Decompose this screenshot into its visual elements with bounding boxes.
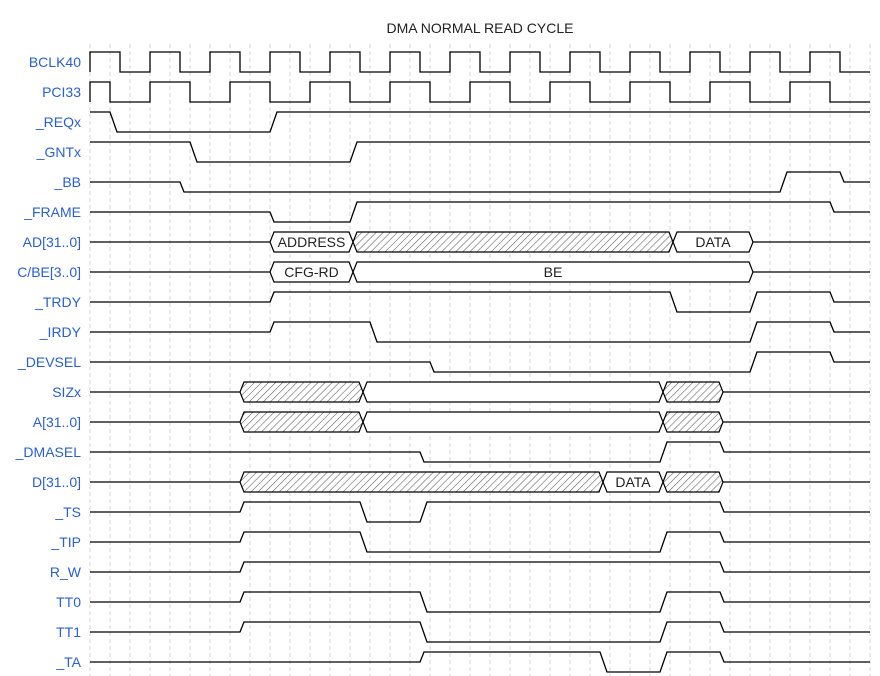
signal-row: TT0	[56, 591, 870, 613]
signal-label: D[31..0]	[32, 474, 81, 490]
signal-row: _TS	[54, 501, 870, 523]
signal-label: _DMASEL	[15, 444, 82, 460]
signal-label: _BB	[54, 174, 81, 190]
signal-label: _REQx	[35, 114, 81, 130]
bus-segment-undefined	[352, 231, 674, 253]
bus-segment-undefined	[239, 471, 604, 493]
signal-waveform	[90, 561, 870, 573]
bus-segment-undefined	[662, 381, 724, 403]
signal-label: SIZx	[52, 384, 81, 400]
signal-label: R_W	[50, 564, 82, 580]
signal-waveform	[90, 171, 870, 193]
signal-waveform	[90, 351, 870, 373]
signal-row: SIZx	[52, 381, 870, 403]
bus-value-label: DATA	[695, 234, 731, 250]
signal-label: _IRDY	[39, 324, 82, 340]
bus-segment-undefined	[662, 471, 724, 493]
bus-segment-undefined	[239, 381, 364, 403]
signal-label: AD[31..0]	[23, 234, 81, 250]
signal-row: _GNTx	[36, 141, 870, 163]
signal-rows: BCLK40PCI33_REQx_GNTx_BB_FRAMEAD[31..0]A…	[15, 51, 870, 673]
signal-row: _DEVSEL	[17, 351, 870, 373]
signal-waveform	[90, 111, 870, 133]
signal-row: PCI33	[42, 81, 870, 103]
signal-waveform	[90, 531, 870, 553]
signal-row: _TIP	[50, 531, 870, 553]
signal-waveform	[90, 141, 870, 163]
clock-waveform	[89, 81, 870, 103]
clock-waveform	[89, 51, 870, 73]
signal-label: PCI33	[42, 84, 81, 100]
signal-row: _TA	[55, 651, 870, 673]
signal-label: _TS	[54, 504, 81, 520]
signal-row: C/BE[3..0] CFG-RD BE	[17, 261, 870, 283]
signal-label: BCLK40	[29, 54, 81, 70]
signal-row: BCLK40	[29, 51, 870, 73]
diagram-title: DMA NORMAL READ CYCLE	[386, 20, 574, 36]
signal-waveform	[90, 201, 870, 223]
signal-row: AD[31..0] ADDRESS DATA	[23, 231, 870, 253]
bus-segment-undefined	[662, 411, 724, 433]
signal-label: _FRAME	[23, 204, 81, 220]
bus-segment	[362, 381, 664, 403]
signal-waveform	[90, 591, 870, 613]
bus-segment-undefined	[239, 411, 364, 433]
signal-row: D[31..0] DATA	[32, 471, 870, 493]
signal-label: A[31..0]	[33, 414, 81, 430]
signal-waveform	[90, 441, 870, 463]
signal-waveform	[90, 621, 870, 643]
signal-label: TT1	[56, 624, 81, 640]
signal-label: _GNTx	[36, 144, 81, 160]
signal-row: _FRAME	[23, 201, 870, 223]
signal-label: _TA	[55, 654, 81, 670]
signal-row: _IRDY	[39, 321, 870, 343]
signal-label: C/BE[3..0]	[17, 264, 81, 280]
signal-row: TT1	[56, 621, 870, 643]
signal-label: _TIP	[50, 534, 81, 550]
signal-row: _DMASEL	[15, 441, 870, 463]
bus-segment	[362, 411, 664, 433]
signal-waveform	[90, 291, 870, 313]
signal-waveform	[90, 321, 870, 343]
signal-row: R_W	[50, 561, 870, 580]
signal-label: _TRDY	[34, 294, 82, 310]
signal-row: _REQx	[35, 111, 870, 133]
time-grid	[89, 44, 871, 676]
signal-label: TT0	[56, 594, 81, 610]
bus-value-label: CFG-RD	[284, 264, 338, 280]
signal-label: _DEVSEL	[17, 354, 81, 370]
signal-waveform	[90, 501, 870, 523]
bus-value-label: BE	[544, 264, 563, 280]
bus-value-label: DATA	[615, 474, 651, 490]
signal-row: A[31..0]	[33, 411, 870, 433]
signal-row: _TRDY	[34, 291, 870, 313]
bus-value-label: ADDRESS	[278, 234, 346, 250]
signal-waveform	[90, 651, 870, 673]
signal-row: _BB	[54, 171, 870, 193]
